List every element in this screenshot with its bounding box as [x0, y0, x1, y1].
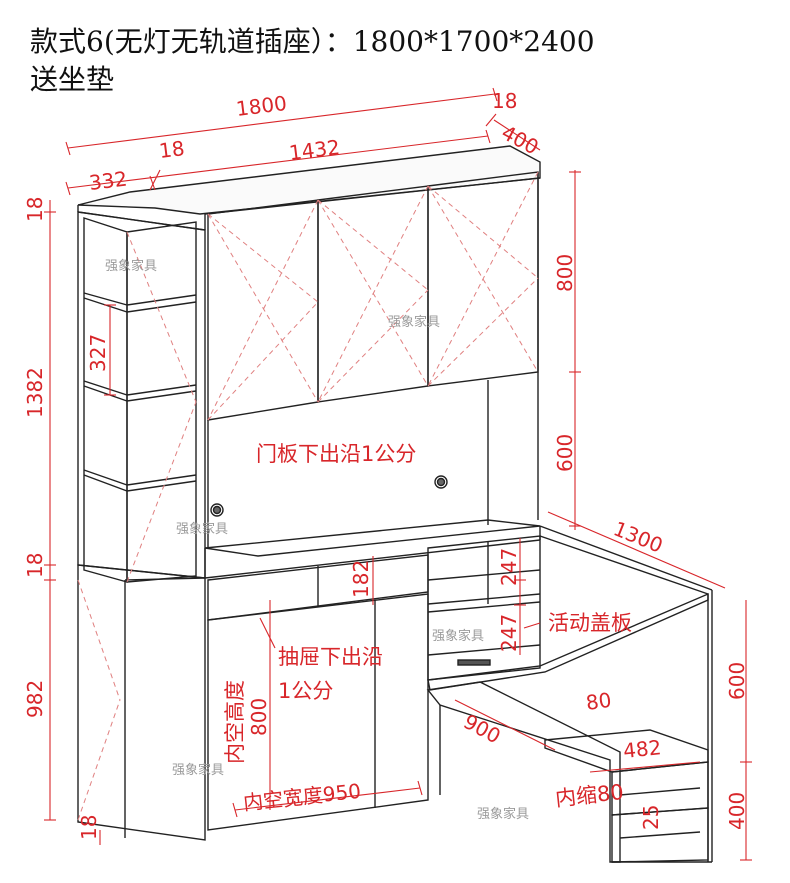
- dim-knee-height: 800: [247, 698, 271, 736]
- dim-shelf2: 247: [497, 614, 521, 652]
- dim-desk-900: 900: [460, 709, 505, 748]
- dim-drawer-height: 182: [349, 560, 373, 598]
- dimension-lines: [44, 87, 752, 861]
- title-line-2: 送坐垫: [30, 63, 115, 96]
- dim-bed-600: 600: [725, 662, 749, 700]
- note-door-overhang: 门板下出沿1公分: [256, 442, 416, 466]
- dim-bed-400: 400: [725, 792, 749, 830]
- note-drawer-overhang-2: 1公分: [278, 679, 333, 703]
- door-swing-lines: [77, 171, 539, 821]
- dim-total-width: 1800: [235, 91, 288, 121]
- watermark: 强象家具: [172, 762, 224, 778]
- dim-shelf-spacing: 327: [86, 334, 110, 372]
- dim-shelf-width: 332: [88, 166, 129, 194]
- dim-panel-18: 18: [158, 136, 186, 163]
- dim-desk-80: 80: [584, 688, 613, 715]
- dim-bed-482: 482: [622, 735, 662, 763]
- dim-open-height: 600: [553, 434, 577, 472]
- watermark: 强象家具: [477, 806, 529, 822]
- dim-drawer-25: 25: [639, 805, 663, 830]
- dim-inner-width: 内空宽度950: [242, 779, 362, 815]
- dim-top-18: 18: [23, 197, 47, 222]
- note-inner-height: 内空高度: [223, 680, 247, 764]
- watermark: 强象家具: [388, 314, 440, 330]
- watermark: 强象家具: [176, 521, 228, 537]
- title-line-1: 款式6(无灯无轨道插座）：1800*1700*2400: [30, 25, 595, 58]
- dim-mid-18: 18: [23, 553, 47, 578]
- note-movable-cover: 活动盖板: [548, 611, 632, 635]
- dim-side-depth: 1300: [610, 516, 666, 557]
- dim-bottom-18: 18: [77, 815, 101, 840]
- dim-shelf1: 247: [497, 548, 521, 586]
- watermark: 强象家具: [432, 628, 484, 644]
- note-indent: 内缩80: [554, 780, 625, 811]
- dim-side-panel-top: 18: [492, 89, 517, 113]
- dim-lower-height: 982: [23, 680, 47, 718]
- dim-top-cabinet-width: 1432: [288, 135, 341, 165]
- furniture-outline: [77, 145, 713, 863]
- note-drawer-overhang-1: 抽屉下出沿: [278, 645, 383, 669]
- watermark: 强象家具: [105, 258, 157, 274]
- dim-upper-height: 1382: [23, 367, 47, 418]
- dim-door-height: 800: [553, 254, 577, 292]
